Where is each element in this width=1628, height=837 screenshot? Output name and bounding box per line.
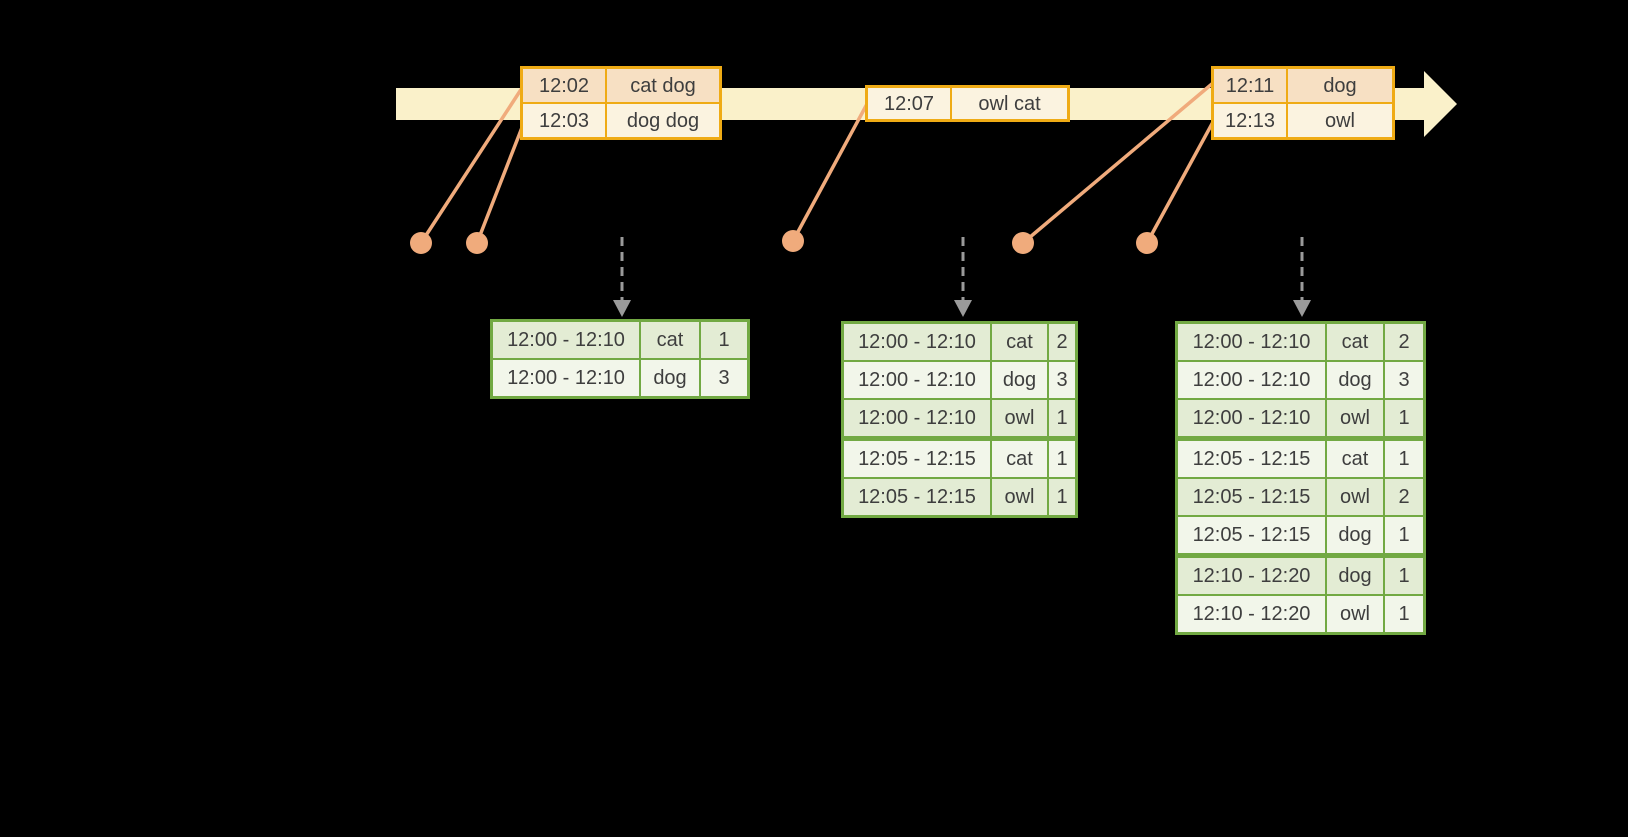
event-dot — [1012, 232, 1034, 254]
window-cell: 12:05 - 12:15 — [1178, 517, 1325, 553]
window-cell: 12:10 - 12:20 — [1178, 558, 1325, 594]
word-cell: owl — [1327, 400, 1383, 436]
word-cell: cat — [641, 322, 699, 358]
arrow-down-icon — [954, 300, 972, 317]
event-time-cell: 12:13 — [1214, 104, 1286, 137]
event-connector-line — [1145, 121, 1215, 244]
trigger-arrowheads — [613, 300, 1311, 317]
count-cell: 1 — [1049, 441, 1075, 477]
window-cell: 12:00 - 12:10 — [1178, 362, 1325, 398]
event-dot — [782, 230, 804, 252]
word-cell: owl — [1327, 479, 1383, 515]
count-cell: 1 — [1385, 517, 1423, 553]
event-connector-line — [791, 103, 869, 242]
window-cell: 12:00 - 12:10 — [1178, 400, 1325, 436]
word-cell: cat — [1327, 324, 1383, 360]
count-cell: 1 — [1049, 479, 1075, 515]
event-dot — [466, 232, 488, 254]
count-cell: 3 — [1385, 362, 1423, 398]
window-cell: 12:05 - 12:15 — [1178, 479, 1325, 515]
count-cell: 3 — [1049, 362, 1075, 398]
event-connector-lines — [419, 81, 1215, 245]
event-words-cell: cat dog — [607, 69, 719, 102]
count-cell: 2 — [1385, 479, 1423, 515]
count-cell: 1 — [1385, 558, 1423, 594]
word-cell: dog — [1327, 558, 1383, 594]
event-dot — [1136, 232, 1158, 254]
event-words-cell: dog dog — [607, 104, 719, 137]
count-cell: 1 — [701, 322, 747, 358]
count-cell: 1 — [1385, 596, 1423, 632]
event-time-cell: 12:02 — [523, 69, 605, 102]
trigger-arrows — [620, 237, 1304, 302]
event-connector-line — [475, 124, 525, 244]
event-connector-line — [1021, 81, 1215, 245]
event-words-cell: owl — [1288, 104, 1392, 137]
count-cell: 2 — [1385, 324, 1423, 360]
arrow-down-icon — [613, 300, 631, 317]
count-cell: 1 — [1385, 400, 1423, 436]
word-cell: dog — [641, 360, 699, 396]
word-cell: cat — [992, 441, 1047, 477]
event-connector-line — [419, 87, 524, 244]
window-cell: 12:05 - 12:15 — [844, 441, 990, 477]
event-dots — [410, 230, 1158, 254]
arrow-down-icon — [1293, 300, 1311, 317]
window-cell: 12:00 - 12:10 — [844, 362, 990, 398]
event-dot — [410, 232, 432, 254]
window-cell: 12:00 - 12:10 — [1178, 324, 1325, 360]
word-cell: owl — [992, 479, 1047, 515]
count-cell: 1 — [1049, 400, 1075, 436]
event-time-cell: 12:11 — [1214, 69, 1286, 102]
timeline-arrowhead-icon — [1424, 71, 1457, 137]
word-cell: dog — [992, 362, 1047, 398]
window-cell: 12:05 - 12:15 — [844, 479, 990, 515]
window-cell: 12:00 - 12:10 — [844, 400, 990, 436]
word-cell: cat — [992, 324, 1047, 360]
count-cell: 2 — [1049, 324, 1075, 360]
count-cell: 3 — [701, 360, 747, 396]
window-cell: 12:00 - 12:10 — [844, 324, 990, 360]
window-cell: 12:00 - 12:10 — [493, 360, 639, 396]
window-cell: 12:05 - 12:15 — [1178, 441, 1325, 477]
word-cell: owl — [1327, 596, 1383, 632]
event-words-cell: owl cat — [952, 88, 1067, 119]
window-cell: 12:10 - 12:20 — [1178, 596, 1325, 632]
word-cell: dog — [1327, 517, 1383, 553]
count-cell: 1 — [1385, 441, 1423, 477]
word-cell: cat — [1327, 441, 1383, 477]
event-time-cell: 12:03 — [523, 104, 605, 137]
event-time-cell: 12:07 — [868, 88, 950, 119]
window-cell: 12:00 - 12:10 — [493, 322, 639, 358]
word-cell: dog — [1327, 362, 1383, 398]
word-cell: owl — [992, 400, 1047, 436]
event-words-cell: dog — [1288, 69, 1392, 102]
